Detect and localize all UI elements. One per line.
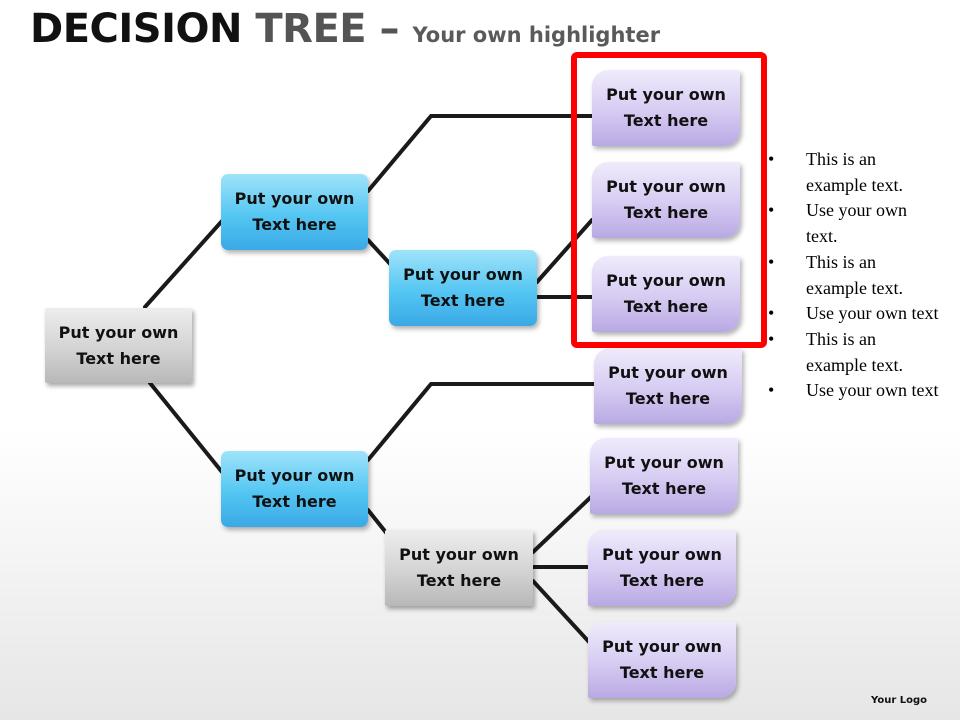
leaf-node-2: Put your own Text here [592, 162, 740, 238]
connector-sub-bottom-to-leaf-5 [531, 494, 594, 554]
title-subtitle: Your own highlighter [412, 23, 661, 47]
bullet-item: Use your own text [766, 301, 941, 327]
title-decision: DECISION [30, 6, 242, 52]
sub-node-top: Put your own Text here [389, 250, 537, 326]
root-node: Put your own Text here [45, 308, 192, 383]
title-tree: TREE [255, 6, 367, 52]
connector-top-to-sub-top [366, 238, 394, 268]
connector-root-to-bottom [148, 381, 224, 474]
bullet-item: This is an example text. [766, 147, 941, 198]
connector-sub-top-to-leaf-2 [535, 218, 594, 284]
title-dash: – [379, 6, 400, 52]
page-title: DECISION TREE – Your own highlighter [30, 6, 660, 52]
branch-node-top: Put your own Text here [221, 174, 368, 250]
connector-top-to-leaf-1 [366, 114, 594, 193]
leaf-node-6: Put your own Text here [588, 530, 736, 606]
leaf-node-7: Put your own Text here [588, 622, 736, 698]
bullet-item: This is an example text. [766, 327, 941, 378]
leaf-node-5: Put your own Text here [590, 438, 738, 514]
sub-node-bottom: Put your own Text here [385, 530, 533, 606]
leaf-node-3: Put your own Text here [592, 256, 740, 332]
connector-bottom-to-sub-bottom [366, 508, 390, 537]
bullet-item: This is an example text. [766, 250, 941, 301]
leaf-node-4: Put your own Text here [594, 348, 742, 424]
logo-text: Your Logo [871, 695, 927, 706]
highlighter-box [571, 52, 767, 348]
connector-root-to-top [143, 219, 224, 309]
leaf-node-1: Put your own Text here [592, 70, 740, 146]
branch-node-bottom: Put your own Text here [221, 451, 368, 527]
bullet-item: Use your own text. [766, 198, 941, 249]
connector-bottom-to-leaf-4 [366, 382, 596, 462]
bullet-item: Use your own text [766, 378, 941, 404]
connector-sub-bottom-to-leaf-7 [531, 579, 592, 645]
bullet-list: This is an example text. Use your own te… [766, 147, 941, 404]
